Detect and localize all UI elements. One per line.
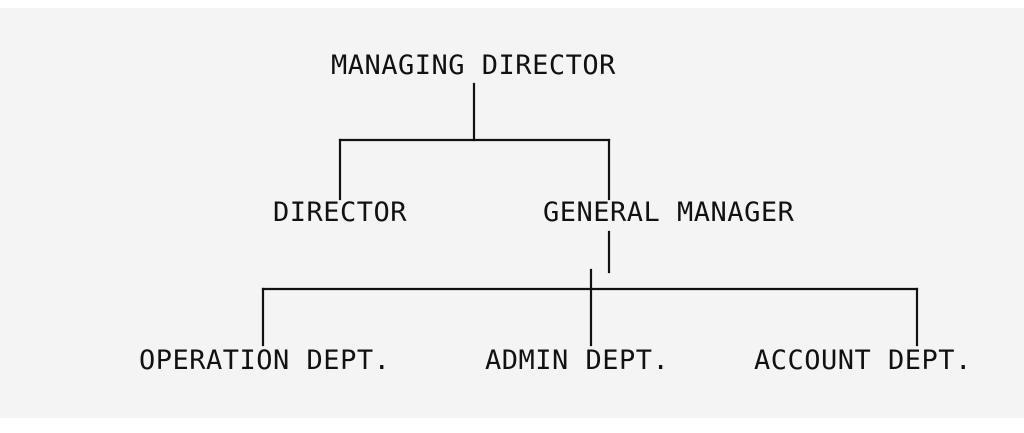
node-managing-director: MANAGING DIRECTOR bbox=[331, 50, 616, 81]
node-account-dept: ACCOUNT DEPT. bbox=[754, 345, 972, 376]
node-admin-dept: ADMIN DEPT. bbox=[485, 345, 670, 376]
node-general-manager: GENERAL MANAGER bbox=[543, 197, 795, 228]
chart-background-panel bbox=[0, 8, 1024, 418]
node-director: DIRECTOR bbox=[273, 197, 408, 228]
node-operation-dept: OPERATION DEPT. bbox=[139, 345, 391, 376]
